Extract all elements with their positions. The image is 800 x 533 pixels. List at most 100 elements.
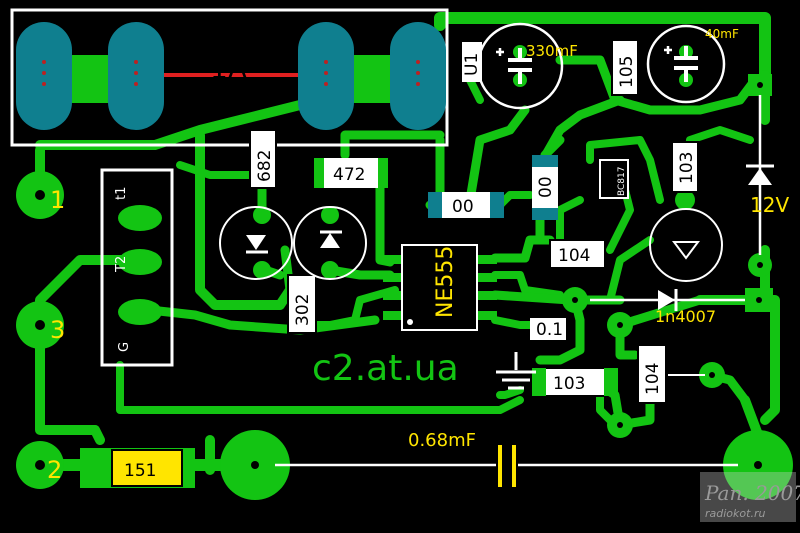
zener-pad-bottom-hole [757, 262, 763, 268]
pot-104-label: 104 [643, 363, 663, 395]
copper-pads [16, 45, 793, 500]
cap-330-plus [496, 48, 504, 56]
transistor-body [599, 159, 629, 199]
res-105-label: 105 [617, 56, 637, 88]
conn-label-g: G [117, 342, 132, 352]
connector-t1-t2-g: t1 T2 G [100, 168, 174, 367]
diode-pad-right-hole [756, 297, 762, 303]
terminal-3-hole [35, 320, 45, 330]
optocoupler [649, 208, 723, 282]
fuse-outline [10, 8, 449, 147]
res-00a-label: 00 [452, 197, 474, 217]
via-pot-bottom-hole [617, 422, 623, 428]
electrolytic-caps: 330mF 40mF [476, 22, 739, 110]
watermark-name: Pan. 2007 [704, 481, 800, 505]
via-pot-right-hole [709, 372, 715, 378]
cap-40-outline [646, 24, 726, 104]
fuse-holes [42, 60, 420, 86]
res-103-top-body [671, 141, 699, 193]
ic-body [401, 244, 478, 331]
conn-pad-t1 [118, 205, 162, 231]
fuse-pad-2 [108, 22, 164, 130]
zener-label: 12V [750, 193, 789, 217]
opto-pad [675, 190, 695, 210]
fuse-pad-3 [298, 22, 354, 130]
conn-pad-t2 [118, 249, 162, 275]
cap-068: 0.68mF [275, 430, 738, 487]
res-00a-pad-l [428, 192, 442, 218]
res-151-label: 151 [124, 461, 156, 481]
terminal-1-hole [35, 190, 45, 200]
led1-pad-bottom [253, 261, 271, 279]
smd-components: 682 472 U1 105 00 00 BC817 103 104 302 [80, 39, 705, 488]
res-302-body [287, 274, 317, 334]
res-105-body [611, 39, 639, 96]
cap-330-outline [476, 22, 564, 110]
res-00b-body [532, 165, 558, 210]
conn-label-t1: t1 [114, 187, 129, 200]
conn-pad-g [118, 299, 162, 325]
cap-40-label: 40mF [705, 27, 739, 41]
res-00b-label: 00 [536, 176, 556, 198]
ic-ne555: NE555 [401, 244, 478, 331]
website-label: c2.at.ua [312, 348, 459, 389]
fuse-holder: 1A [10, 8, 449, 147]
terminal-1-label: 1 [50, 186, 65, 214]
res-104-mid-label: 104 [558, 246, 590, 266]
res-01-body [530, 318, 566, 340]
via-pot-top-hole [617, 322, 623, 328]
led2-symbol [320, 233, 340, 248]
leds [219, 206, 367, 280]
fuse-rating: 1A [210, 52, 247, 85]
res-472-body [322, 158, 380, 188]
fuse-pad-4 [390, 22, 446, 130]
ic-label: NE555 [433, 246, 458, 318]
led2-pad-bottom [321, 261, 339, 279]
zener-pad-top-hole [757, 82, 763, 88]
res-682-body [249, 129, 277, 189]
led1-symbol [246, 235, 266, 250]
watermark-bg [700, 472, 796, 522]
cap-40-plus [664, 46, 672, 54]
cap-40-symbol [674, 46, 698, 82]
res-302-label: 302 [293, 294, 313, 326]
res-01-label: 0.1 [536, 320, 563, 340]
conn-label-t2: T2 [114, 256, 129, 273]
diode-1n4007-label: 1n4007 [655, 307, 716, 326]
res-00b-pad-b [532, 208, 558, 220]
res-103-top-label: 103 [677, 152, 697, 184]
cap-330-label: 330mF [526, 42, 578, 60]
transistor-label: BC817 [617, 167, 627, 196]
res-472-pad-l [314, 158, 324, 188]
ic-pin1-mark [407, 319, 413, 325]
res-00a-body [440, 192, 492, 218]
terminal-2-hole [35, 460, 45, 470]
opto-symbol [672, 241, 700, 260]
led1-pad-top [253, 206, 271, 224]
led1-outline [219, 206, 293, 280]
diodes: 1n4007 12V [590, 95, 789, 326]
diode-1n4007-symbol [658, 290, 675, 310]
ground-icon [496, 352, 536, 390]
res-104-mid-body [549, 239, 606, 269]
watermark: Pan. 2007 radiokot.ru [700, 472, 800, 522]
led2-outline [293, 206, 367, 280]
res-472-label: 472 [333, 165, 365, 185]
res-151-body [111, 449, 183, 487]
watermark-site: radiokot.ru [705, 507, 765, 520]
pot-104-body [637, 344, 667, 404]
res-472-pad-r [378, 158, 388, 188]
opto-outline [649, 208, 723, 282]
res-103-bottom-pad-r [604, 368, 618, 396]
cap-068-label: 0.68mF [408, 430, 476, 451]
u1-body [462, 42, 482, 82]
led2-pad-top [321, 206, 339, 224]
fuse-pad-1 [16, 22, 72, 130]
res-00a-pad-r [490, 192, 504, 218]
res-682-label: 682 [255, 150, 275, 182]
res-103-bottom-label: 103 [553, 374, 585, 394]
cap-330-symbol [508, 48, 532, 84]
cap-068-hole-right [754, 461, 762, 469]
terminal-2-label: 2 [47, 456, 62, 484]
